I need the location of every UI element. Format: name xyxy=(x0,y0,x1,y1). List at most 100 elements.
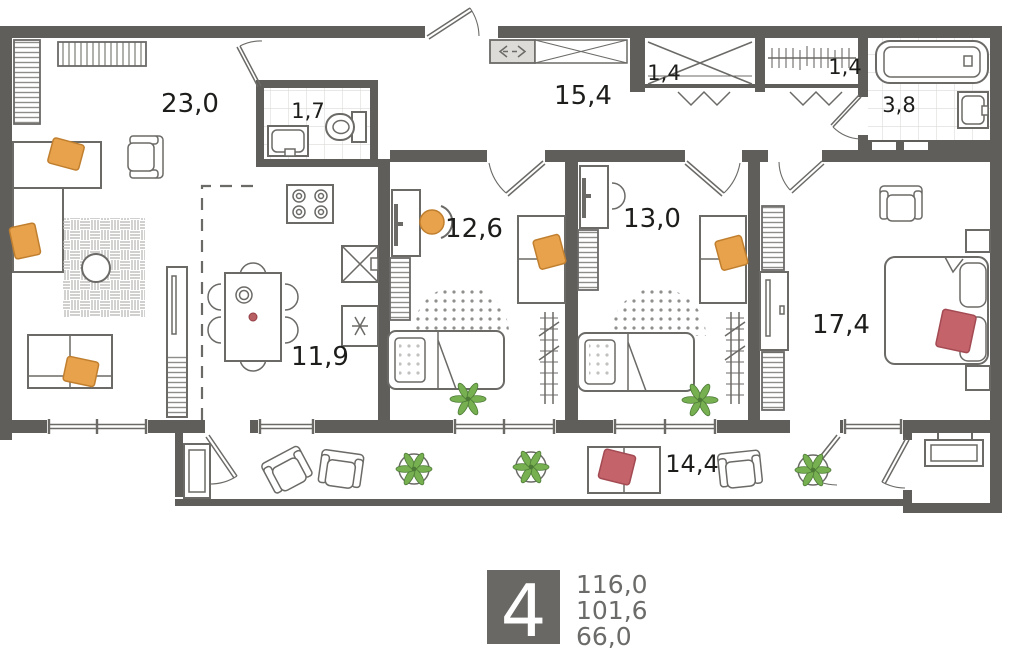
area-label-kitchen: 11,9 xyxy=(291,342,349,372)
drying-rack xyxy=(724,312,746,404)
ac-unit xyxy=(924,433,984,467)
potted-plant xyxy=(395,451,433,487)
shelf xyxy=(577,229,599,291)
room-bathroom-small: 1,7 xyxy=(264,88,370,159)
folding-door xyxy=(789,90,843,107)
area-third: 66,0 xyxy=(576,622,632,651)
armchair xyxy=(316,448,365,491)
small-sofa xyxy=(699,215,749,304)
area-label-bedroom1: 12,6 xyxy=(445,214,503,244)
daybed xyxy=(27,334,113,389)
wardrobe xyxy=(761,205,785,271)
desk-chair xyxy=(419,205,454,239)
wardrobe xyxy=(13,39,41,125)
small-sofa xyxy=(517,215,567,304)
rooms-count: 4 xyxy=(501,569,547,653)
bedroom2-window xyxy=(613,419,717,434)
area-second: 101,6 xyxy=(576,596,648,625)
sink xyxy=(341,245,379,283)
bed-pillow xyxy=(959,262,987,308)
shelf xyxy=(389,257,411,321)
chair xyxy=(207,283,222,311)
room-kitchen: 11,9 xyxy=(207,184,379,372)
kitchen-window xyxy=(258,419,315,434)
desk xyxy=(391,189,421,257)
decor-dot xyxy=(248,312,258,322)
room-living: 23,0 xyxy=(8,39,256,420)
badge-square xyxy=(487,570,560,644)
single-bed xyxy=(387,330,505,390)
nightstand xyxy=(965,365,991,391)
balcony-cabinet xyxy=(183,443,211,499)
area-label-closet-left: 1,4 xyxy=(647,61,680,85)
pillow xyxy=(532,233,567,270)
living-window xyxy=(47,419,148,434)
area-label-living: 23,0 xyxy=(161,89,219,119)
desk xyxy=(579,165,609,229)
shelf-radiator xyxy=(57,41,147,67)
washbasin xyxy=(957,91,989,129)
area-total: 116,0 xyxy=(576,570,648,599)
doors xyxy=(205,7,910,489)
windows xyxy=(47,419,912,490)
room-bedroom2: 13,0 xyxy=(577,165,749,418)
armchair xyxy=(259,444,315,497)
fridge xyxy=(341,305,379,347)
washbasin xyxy=(267,125,309,157)
master-bedroom-door xyxy=(778,160,825,194)
exterior-walls xyxy=(0,26,1002,513)
stove xyxy=(286,184,334,224)
rug xyxy=(610,288,706,336)
area-label-closet-right: 1,4 xyxy=(828,55,861,79)
pillow xyxy=(8,222,42,260)
room-closets: 1,4 1,4 xyxy=(647,41,862,107)
bathroom-small-door xyxy=(236,40,263,88)
pillow xyxy=(714,234,749,271)
toilet xyxy=(325,111,367,143)
room-hallway: 15,4 xyxy=(489,39,628,111)
coffee-table xyxy=(81,253,111,283)
potted-plant xyxy=(794,452,832,488)
zone-divider xyxy=(200,184,256,420)
pillow xyxy=(62,355,100,388)
room-bedroom1: 12,6 xyxy=(387,189,567,417)
closet-left-contents xyxy=(647,41,753,107)
rug xyxy=(413,285,509,333)
desk-chair xyxy=(611,182,626,210)
armchair xyxy=(127,135,164,179)
interior-walls xyxy=(256,26,990,420)
double-bed xyxy=(884,256,989,365)
area-label-hallway: 15,4 xyxy=(554,81,612,111)
armchair xyxy=(879,185,923,222)
balcony-end-door xyxy=(881,437,910,489)
balcony-sofa xyxy=(587,446,661,494)
pillow xyxy=(47,137,85,171)
armchair xyxy=(716,449,764,490)
bedroom1-window xyxy=(453,419,556,434)
area-label-bedroom2: 13,0 xyxy=(623,204,681,234)
room-bathroom: 3,8 xyxy=(868,38,990,140)
closet-cabinet xyxy=(534,39,628,64)
area-label-bathroom-small: 1,7 xyxy=(291,99,324,123)
sliding-wardrobe xyxy=(489,39,536,64)
nightstand xyxy=(965,229,991,253)
single-bed xyxy=(577,332,695,392)
area-label-bathroom: 3,8 xyxy=(882,93,915,117)
chair xyxy=(284,283,299,311)
tv-cabinet xyxy=(166,266,188,418)
folding-door xyxy=(677,90,731,107)
entrance-door xyxy=(426,7,480,40)
tv-cabinet xyxy=(759,271,789,351)
bedroom1-door xyxy=(488,160,546,197)
area-label-master-bedroom: 17,4 xyxy=(812,310,870,340)
drying-rack xyxy=(538,312,560,404)
room-balcony: 14,4 xyxy=(183,433,984,499)
pillow xyxy=(935,308,977,354)
closet-right-contents xyxy=(768,46,856,107)
bathroom-door xyxy=(830,94,862,140)
area-label-balcony: 14,4 xyxy=(665,450,718,478)
wardrobe xyxy=(761,351,785,411)
master-bedroom-window xyxy=(843,419,903,434)
rooms-count-badge: 4 116,0 101,6 66,0 xyxy=(487,569,648,653)
